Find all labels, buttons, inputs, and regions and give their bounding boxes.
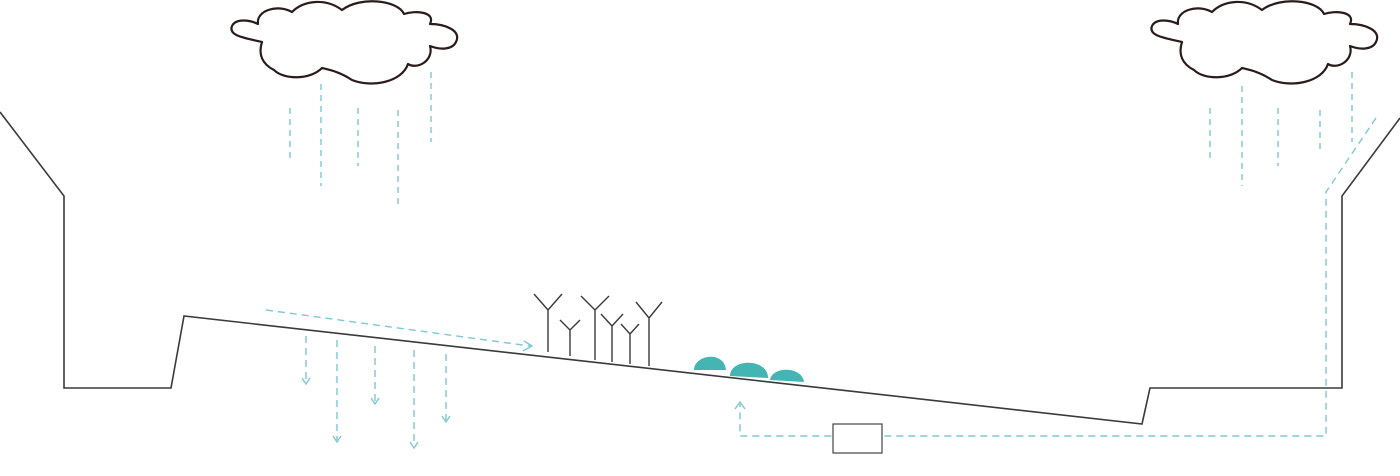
plant xyxy=(600,313,624,362)
cloud-icon-right xyxy=(1150,0,1379,85)
stone xyxy=(694,356,726,370)
terrain-section-line xyxy=(0,111,1400,425)
plant xyxy=(635,301,663,366)
vegetation xyxy=(533,293,663,366)
collection-pipe xyxy=(734,117,1377,437)
infiltration-arrows xyxy=(301,336,451,450)
plant xyxy=(533,293,563,352)
storage-tank xyxy=(832,423,883,454)
plant xyxy=(580,295,610,360)
plant xyxy=(620,323,640,364)
plant xyxy=(559,319,581,356)
stone xyxy=(730,362,768,378)
stones xyxy=(694,356,804,382)
surface-runoff-arrow xyxy=(265,309,534,352)
rain-right xyxy=(1209,72,1353,186)
rain-left xyxy=(289,72,432,206)
cloud-icon-left xyxy=(230,0,459,85)
stone xyxy=(770,369,804,382)
